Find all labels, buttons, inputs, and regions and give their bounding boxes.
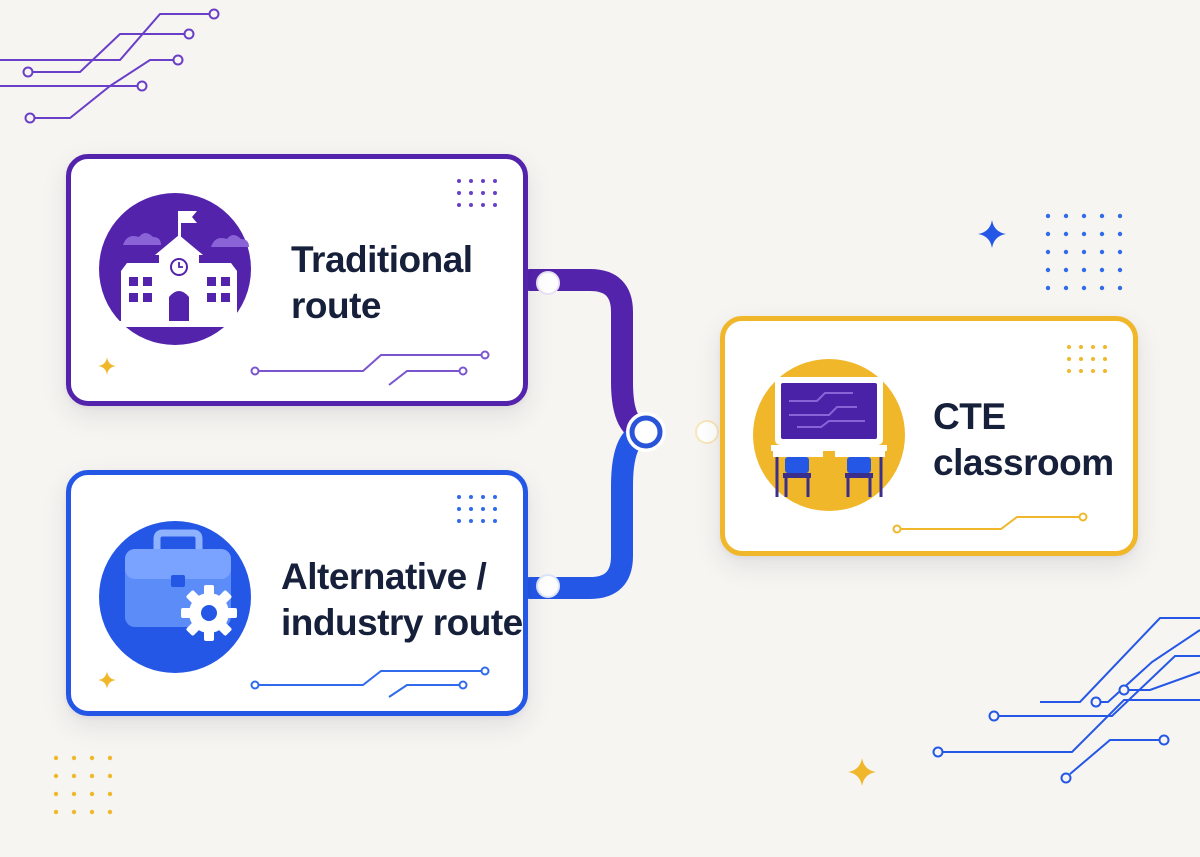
- decor-dot: [1117, 285, 1123, 291]
- decor-dot: [1099, 213, 1105, 219]
- port-alternative: [536, 574, 560, 598]
- decor-dot: [1081, 213, 1087, 219]
- decor-dot: [107, 773, 113, 779]
- decor-dot: [1045, 249, 1051, 255]
- decor-dot: [53, 791, 59, 797]
- decor-dot: [89, 755, 95, 761]
- decor-dot: [1063, 285, 1069, 291]
- cte-card-art: [753, 345, 1107, 534]
- dot-grid-bottom-left: [53, 755, 113, 815]
- node-label-line-1: Alternative /: [281, 556, 487, 597]
- node-label-alternative: Alternative / industry route: [281, 554, 523, 646]
- briefcase-gear-icon: [125, 529, 237, 641]
- node-label-traditional: Traditional route: [291, 237, 473, 329]
- traditional-card-art: [98, 179, 497, 386]
- dot-grid-icon: [457, 495, 497, 523]
- decor-dot: [1099, 231, 1105, 237]
- node-cte-classroom: CTE classroom: [720, 316, 1138, 556]
- junction-node-ring: [629, 415, 663, 449]
- decor-dot: [1117, 249, 1123, 255]
- decor-dot: [1117, 267, 1123, 273]
- dot-grid-icon: [1067, 345, 1107, 373]
- decor-dot: [71, 773, 77, 779]
- circuit-line-icon: [892, 512, 1088, 534]
- decor-dot: [107, 755, 113, 761]
- connector-alternative: [519, 421, 659, 599]
- decor-dot: [107, 809, 113, 815]
- decor-dot: [1117, 231, 1123, 237]
- decor-dot: [53, 755, 59, 761]
- decor-dot: [71, 809, 77, 815]
- circuit-line-icon: [250, 666, 490, 698]
- node-alternative-industry-route: Alternative / industry route: [66, 470, 528, 716]
- circuit-decoration-top-left: [0, 8, 220, 124]
- alternative-card-art: [98, 495, 497, 698]
- decor-dot: [1063, 249, 1069, 255]
- sparkle-icon-gold: [848, 758, 876, 786]
- decor-dot: [1045, 267, 1051, 273]
- decor-dot: [1117, 213, 1123, 219]
- decor-dot: [1099, 267, 1105, 273]
- decor-dot: [53, 809, 59, 815]
- decor-dot: [1045, 285, 1051, 291]
- sparkle-icon-blue: [978, 220, 1006, 248]
- sparkle-icon: [98, 357, 116, 375]
- decor-dot: [1099, 249, 1105, 255]
- decor-dot: [1063, 267, 1069, 273]
- decor-dot: [1081, 249, 1087, 255]
- circuit-decoration-bottom-right: [932, 617, 1200, 784]
- decor-dot: [1081, 267, 1087, 273]
- decor-dot: [1063, 213, 1069, 219]
- dot-grid-top-right: [1045, 213, 1123, 291]
- circuit-line-icon: [250, 350, 490, 386]
- node-label-line-1: Traditional: [291, 239, 473, 280]
- decor-dot: [107, 791, 113, 797]
- node-label-line-2: classroom: [933, 442, 1114, 483]
- decor-dot: [89, 809, 95, 815]
- decor-dot: [1045, 213, 1051, 219]
- decor-dot: [71, 755, 77, 761]
- decor-dot: [89, 773, 95, 779]
- dot-grid-icon: [457, 179, 497, 207]
- sparkle-icon: [98, 671, 116, 689]
- port-traditional: [536, 271, 560, 295]
- decor-dot: [53, 773, 59, 779]
- decor-dot: [1099, 285, 1105, 291]
- classroom-board-icon: [771, 377, 887, 497]
- connector-traditional: [519, 269, 659, 443]
- node-label-line-1: CTE: [933, 396, 1006, 437]
- decor-dot: [71, 791, 77, 797]
- decor-dot: [89, 791, 95, 797]
- node-label-line-2: route: [291, 285, 381, 326]
- port-cte: [695, 420, 719, 444]
- school-building-icon: [115, 211, 249, 327]
- decor-dot: [1063, 231, 1069, 237]
- node-label-line-2: industry route: [281, 602, 523, 643]
- node-label-cte: CTE classroom: [933, 394, 1114, 486]
- decor-dot: [1081, 231, 1087, 237]
- node-traditional-route: Traditional route: [66, 154, 528, 406]
- decor-dot: [1045, 231, 1051, 237]
- decor-dot: [1081, 285, 1087, 291]
